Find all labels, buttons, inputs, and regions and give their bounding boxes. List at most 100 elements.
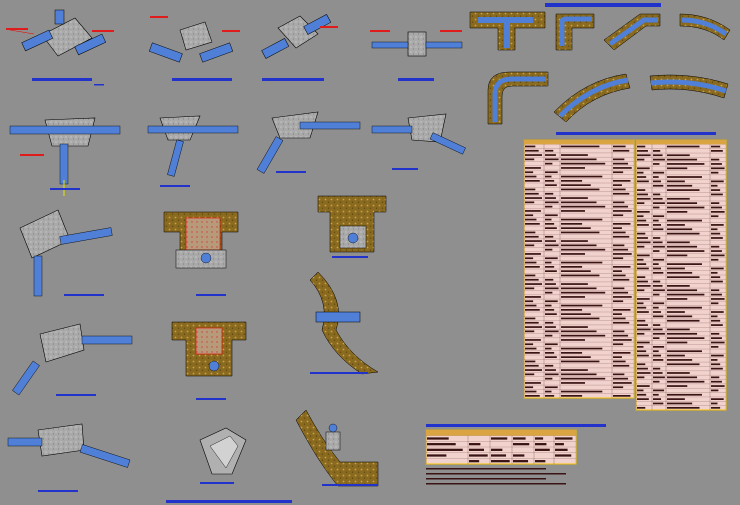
table-cell-text (667, 337, 705, 340)
table-cell-text (637, 154, 651, 157)
legend-note-line (426, 483, 566, 485)
table-cell-text (653, 398, 662, 400)
table-cell-text (545, 192, 554, 195)
table-cell-text (545, 201, 559, 204)
table-cell-text (711, 150, 723, 152)
table-cell-text (667, 293, 705, 296)
table-cell-text (711, 202, 720, 205)
table-cell-text (667, 250, 705, 252)
table-cell-text (613, 231, 626, 234)
table-cell-text (613, 360, 626, 363)
table-cell-text (637, 298, 650, 300)
detail-bend-plan-b (12, 323, 133, 396)
table-cell-text (613, 192, 630, 195)
table-cell-text (561, 394, 583, 397)
table-cell-text (637, 193, 648, 196)
detail-thrust-block-section (163, 211, 239, 296)
table-cell-text (637, 197, 651, 200)
table-cell-text (525, 231, 536, 234)
table-cell-text (525, 343, 534, 346)
table-cell-text (545, 261, 552, 264)
table-cell-text (613, 145, 626, 148)
table-cell-text (667, 232, 700, 235)
table-cell-text (637, 393, 647, 396)
detail-pipe-support-slope (309, 271, 379, 375)
table-cell-text (535, 443, 547, 446)
table-cell-text (637, 215, 644, 218)
spec-table-left (523, 139, 635, 399)
table-cell-text (613, 184, 622, 187)
table-cell-text (711, 406, 721, 409)
table-cell-text (667, 254, 688, 257)
table-cell-text (667, 319, 700, 322)
table-cell-text (667, 267, 685, 270)
table-cell-text (667, 167, 688, 170)
table-cell-text (667, 189, 700, 191)
table-cell-text (653, 150, 661, 152)
table-cell-text (637, 363, 646, 366)
table-cell-text (545, 197, 556, 199)
table-cell-text (653, 202, 665, 205)
table-cell-text (667, 145, 700, 148)
table-cell-text (561, 179, 583, 182)
table-cell-text (525, 304, 537, 307)
table-cell-text (613, 227, 622, 230)
table-cell-text (525, 197, 542, 199)
table-cell-text (637, 389, 644, 392)
table-cell-text (525, 317, 536, 320)
table-cell-text (525, 240, 542, 242)
table-cell-text (667, 158, 698, 161)
table-cell-text (613, 317, 626, 320)
table-cell-text (525, 330, 535, 333)
table-cell-text (637, 332, 645, 335)
table-cell-text (613, 270, 622, 273)
table-cell-text (667, 341, 688, 344)
table-cell-text (555, 448, 568, 451)
table-cell-text (561, 240, 588, 242)
table-cell-text (653, 215, 665, 218)
table-cell-text (545, 321, 554, 324)
table-cell-text (491, 460, 510, 463)
table-cell-text (525, 235, 539, 238)
table-cell-text (711, 319, 721, 322)
table-cell-text (469, 443, 481, 446)
table-cell-text (711, 245, 720, 248)
table-cell-text (637, 241, 651, 244)
table-cell-text (637, 341, 650, 344)
table-cell-text (637, 224, 649, 226)
table-cell-text (545, 158, 559, 161)
table-cell-text (667, 245, 698, 248)
table-cell-text (711, 354, 724, 357)
table-cell-text (525, 390, 537, 393)
table-cell-text (667, 363, 700, 366)
table-cell-text (613, 149, 630, 152)
table-cell-text (613, 313, 622, 316)
table-cell-text (637, 258, 644, 261)
detail-tee-isometric (6, 9, 114, 86)
table-cell-text (653, 350, 659, 353)
table-cell-text (637, 145, 646, 148)
table-cell-text (561, 231, 600, 234)
table-cell-text (525, 244, 535, 247)
detail-angle-plan (256, 111, 361, 174)
table-cell-text (561, 167, 585, 169)
table-cell-text (545, 205, 553, 208)
table-cell-text (525, 369, 542, 371)
table-cell-text (667, 184, 693, 187)
table-cell-text (637, 280, 648, 283)
table-cell-text (545, 149, 554, 152)
table-cell-text (545, 356, 557, 359)
table-cell-text (525, 300, 534, 303)
table-cell-text (561, 308, 583, 311)
table-cell-text (653, 280, 661, 283)
table-cell-text (667, 306, 702, 309)
table-cell-text (525, 382, 541, 384)
table-cell-text (653, 237, 661, 239)
table-cell-text (653, 271, 664, 274)
table-cell-text (427, 454, 447, 457)
table-cell-text (711, 158, 720, 161)
table-cell-text (711, 359, 718, 361)
table-cell-text (667, 197, 690, 200)
table-cell-text (613, 364, 630, 367)
table-cell-text (637, 276, 646, 279)
